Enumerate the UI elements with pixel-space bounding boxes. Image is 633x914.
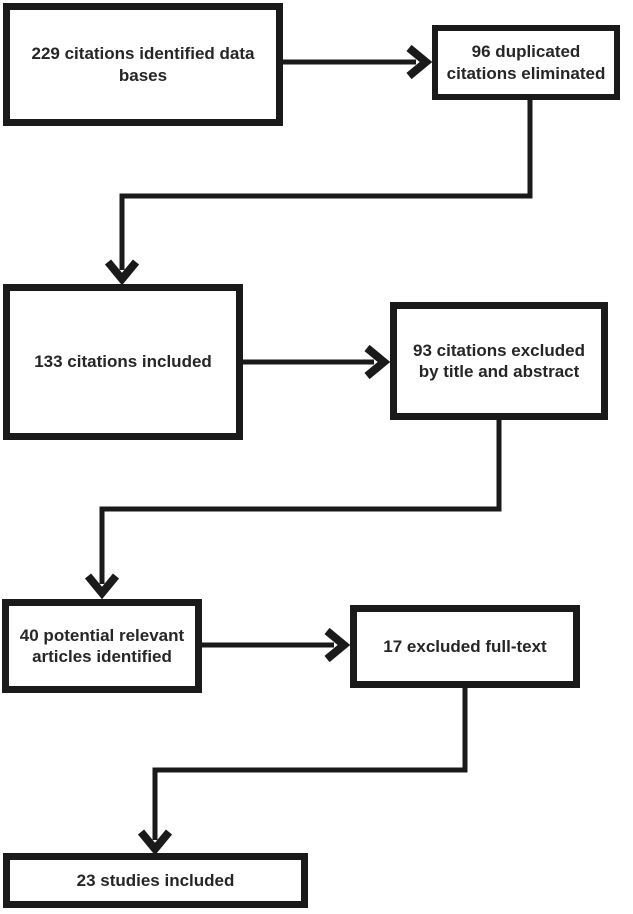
node-label: 229 citations identified data bases xyxy=(31,44,255,85)
node-label: 40 potential relevant articles identifie… xyxy=(19,625,185,666)
node-label: 17 excluded full-text xyxy=(383,636,547,656)
node-duplicates-eliminated: 96 duplicated citations eliminated xyxy=(432,25,620,100)
node-potential-articles: 40 potential relevant articles identifie… xyxy=(2,599,202,693)
node-label: 96 duplicated citations eliminated xyxy=(446,42,606,83)
arrow-down-icon xyxy=(104,259,140,286)
arrow-identified-to-duplicates xyxy=(283,44,433,80)
arrow-right-icon xyxy=(324,627,351,663)
arrow-included-to-excluded-title xyxy=(243,344,391,380)
node-label: 133 citations included xyxy=(34,352,212,372)
arrow-down-icon xyxy=(84,573,120,600)
node-citations-identified: 229 citations identified data bases xyxy=(3,3,283,126)
arrow-excluded-title-to-potential xyxy=(84,420,502,600)
arrow-duplicates-to-included xyxy=(104,100,533,286)
arrow-right-icon xyxy=(364,344,391,380)
arrow-potential-to-excluded-fulltext xyxy=(202,627,351,663)
node-excluded-fulltext: 17 excluded full-text xyxy=(350,605,580,688)
arrow-excluded-fulltext-to-studies xyxy=(137,688,468,856)
node-studies-included: 23 studies included xyxy=(3,853,308,908)
arrow-right-icon xyxy=(406,44,433,80)
arrow-down-icon xyxy=(137,829,173,856)
node-label: 93 citations excluded by title and abstr… xyxy=(413,340,585,381)
node-label: 23 studies included xyxy=(76,870,235,890)
node-excluded-title-abstract: 93 citations excluded by title and abstr… xyxy=(390,302,608,420)
node-citations-included: 133 citations included xyxy=(3,284,243,440)
